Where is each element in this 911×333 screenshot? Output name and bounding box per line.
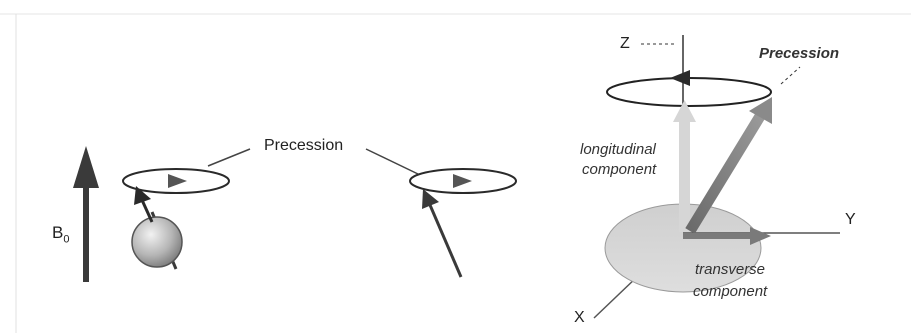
middle-spin-arrow — [422, 189, 463, 278]
left-spin-arrow — [134, 186, 154, 223]
middle-precession-orbit — [409, 168, 517, 194]
x-axis-label: X — [574, 309, 585, 326]
z-axis-label: Z — [620, 35, 630, 52]
b0-label-text: B — [52, 223, 64, 242]
left-precession-orbit — [122, 168, 230, 194]
longitudinal-label-line1: longitudinal — [580, 141, 656, 158]
transverse-label-line2: component — [693, 283, 768, 300]
precession-label-left: Precession — [264, 137, 344, 154]
transverse-component-arrow — [683, 227, 771, 245]
b0-subscript: 0 — [63, 233, 70, 246]
precession-pointer-right — [365, 148, 419, 175]
nucleus-sphere — [131, 216, 183, 268]
transverse-label-line1: transverse — [695, 261, 766, 278]
precession-leader-dashed — [780, 66, 801, 85]
precession-pointer-left — [207, 148, 251, 167]
b0-field-arrow — [73, 146, 99, 282]
right-precession-direction — [670, 70, 690, 86]
y-axis-label: Y — [845, 211, 856, 228]
b0-label: B0 — [52, 224, 69, 245]
longitudinal-component-arrow — [673, 100, 696, 232]
longitudinal-label-line2: component — [582, 161, 657, 178]
magnetic-moment-arrow — [685, 97, 772, 234]
precession-label-right: Precession — [759, 45, 840, 62]
